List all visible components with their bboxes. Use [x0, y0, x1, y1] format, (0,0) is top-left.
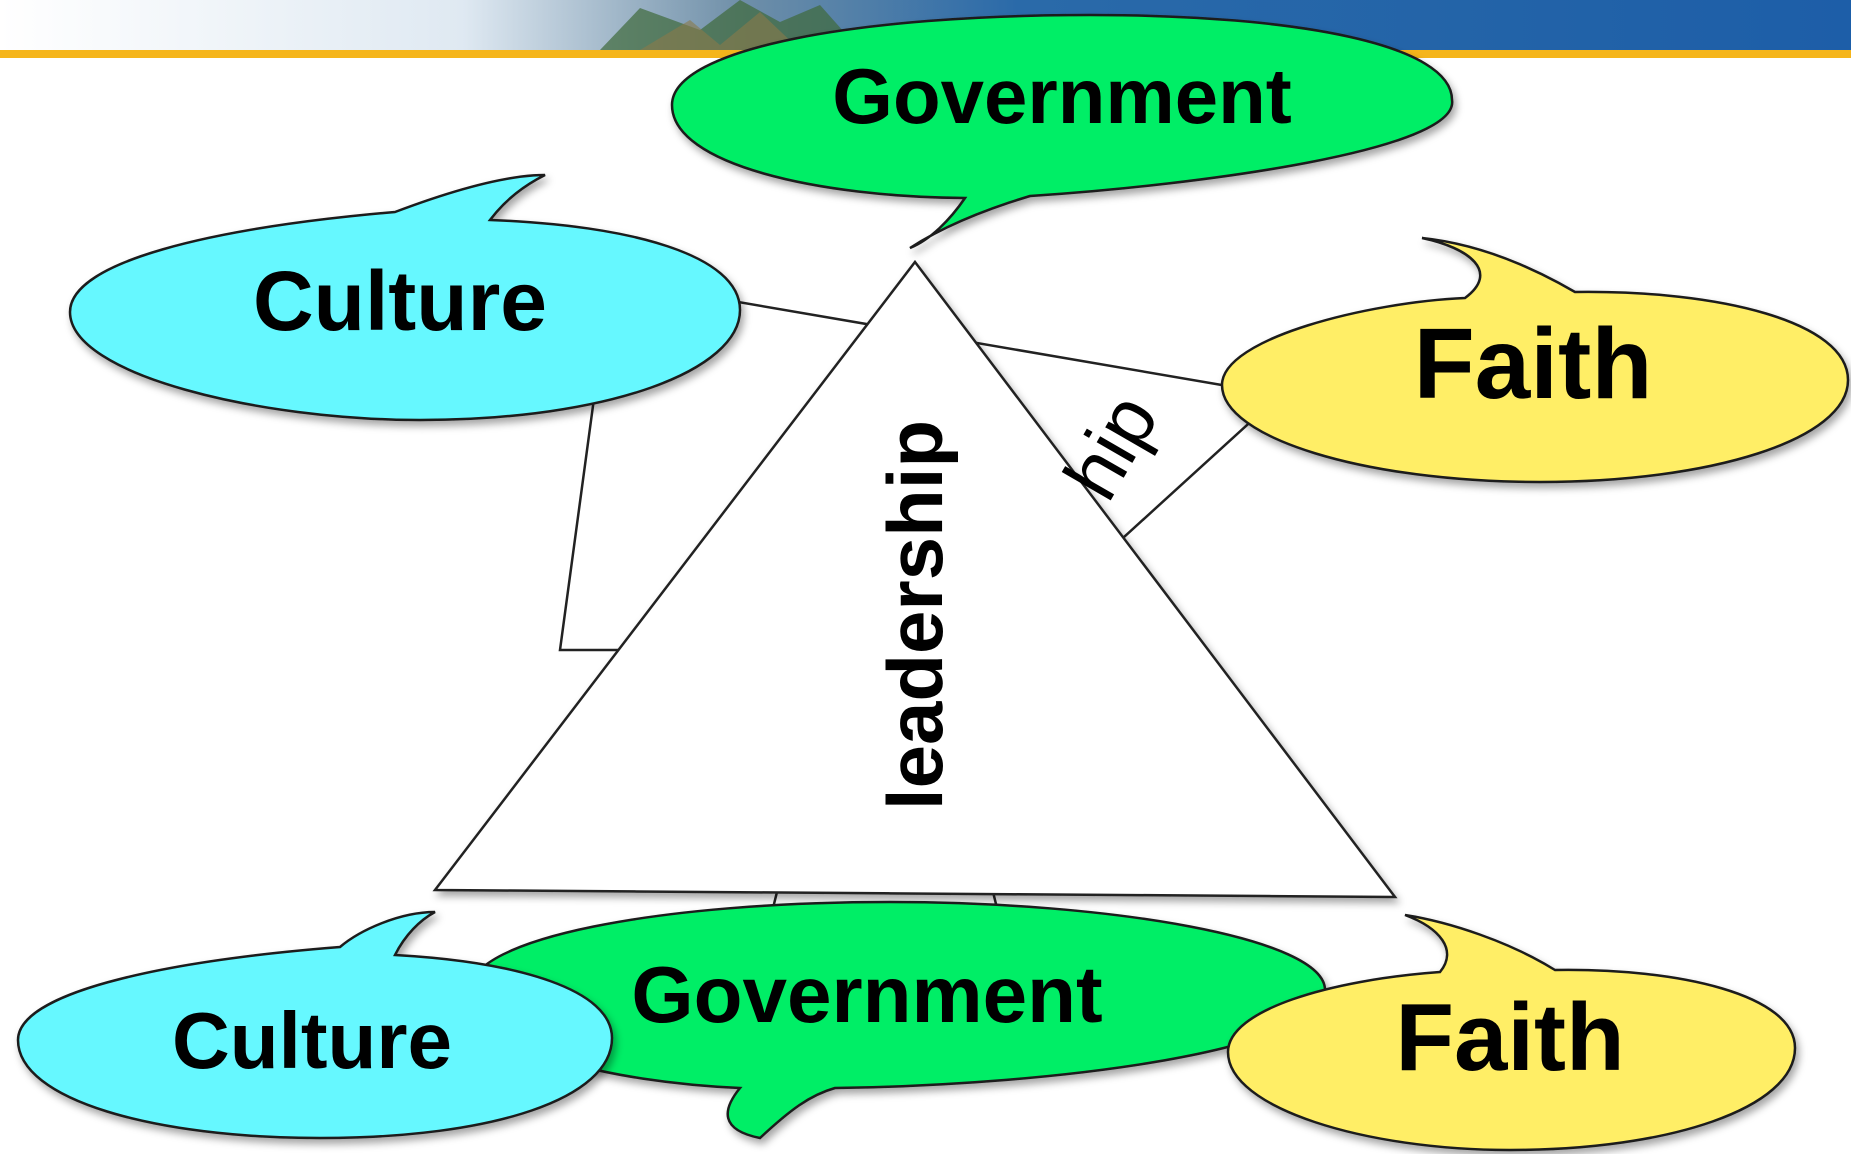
faith-bubble-top: Faith: [1220, 236, 1850, 484]
faith-label-bottom: Faith: [1395, 984, 1624, 1091]
leadership-triangle: [432, 259, 1398, 899]
culture-bubble-bottom: Culture: [16, 910, 614, 1140]
faith-bubble-bottom: Faith: [1226, 913, 1797, 1152]
culture-label-bottom: Culture: [172, 996, 452, 1085]
government-bubble-top: Government: [670, 13, 1454, 250]
government-label-top: Government: [832, 52, 1291, 140]
culture-label-top: Culture: [253, 254, 547, 348]
government-bubble-bottom: Government: [468, 900, 1327, 1140]
government-label-bottom: Government: [631, 950, 1102, 1039]
faith-label-top: Faith: [1414, 308, 1653, 420]
culture-bubble-top: Culture: [68, 173, 742, 422]
leadership-label: leadership: [871, 420, 959, 810]
